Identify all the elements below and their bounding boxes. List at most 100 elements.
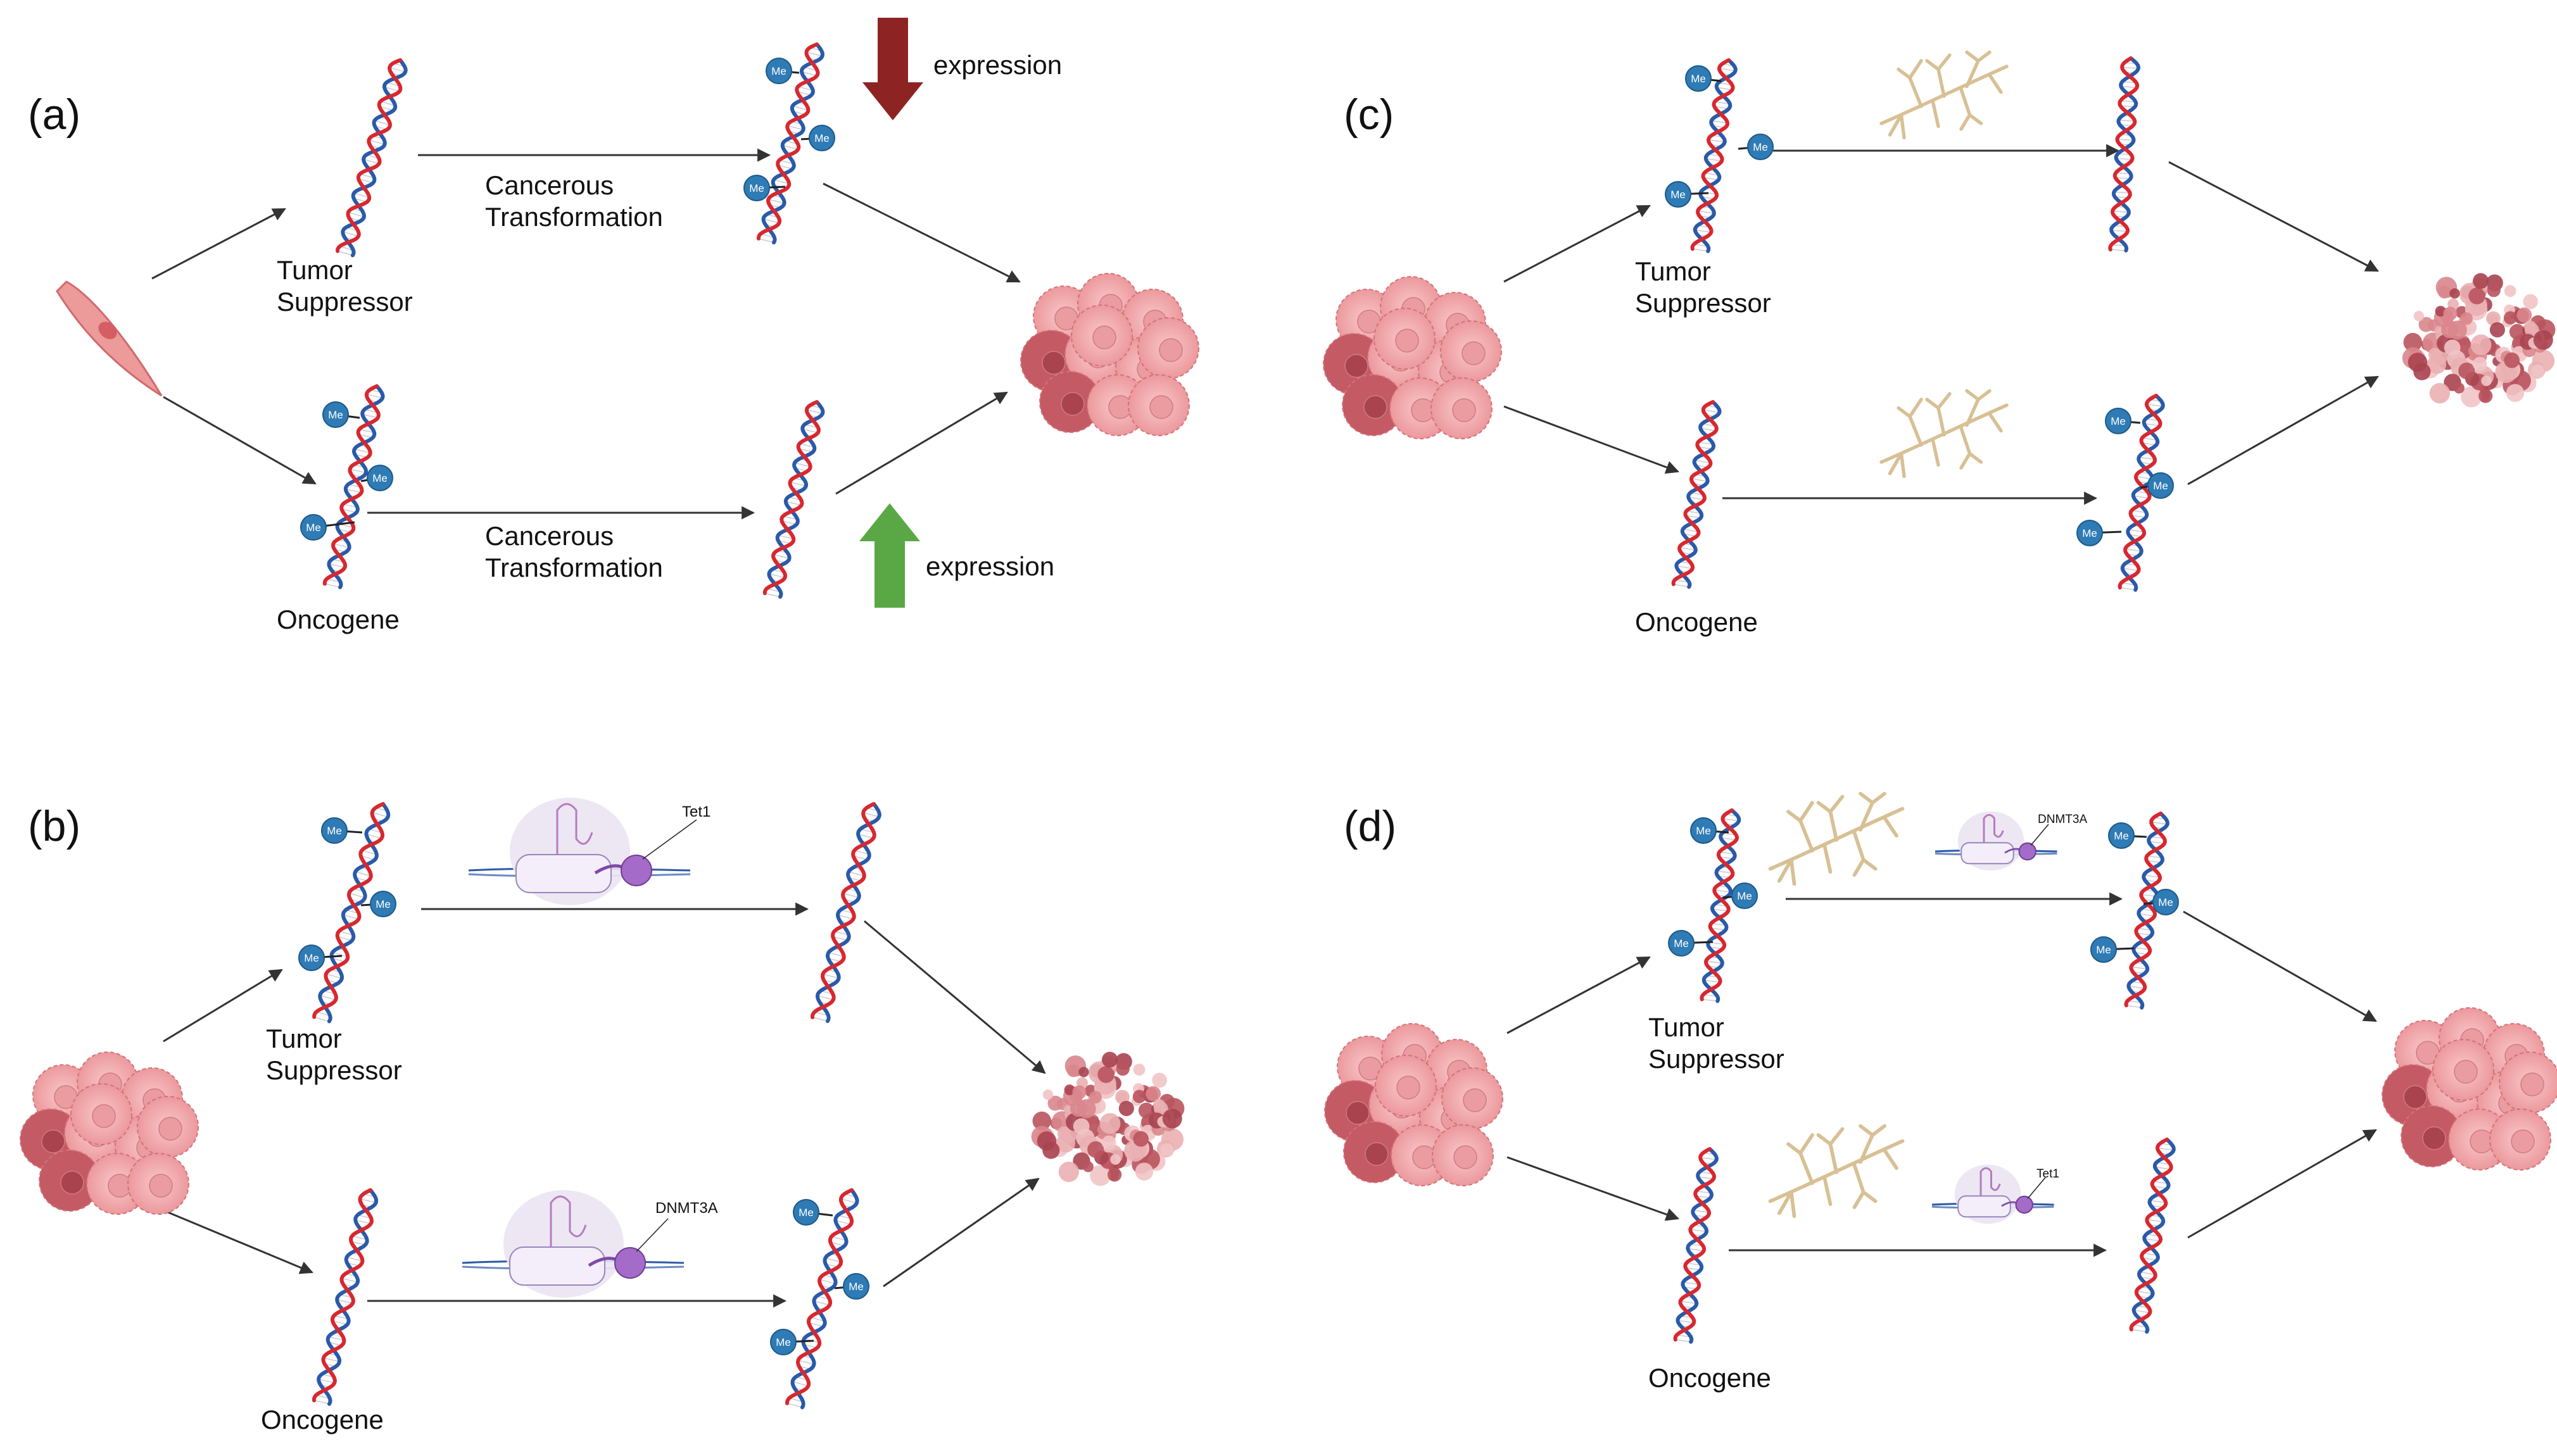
panel-b-dna-suppressor-demethylated — [811, 802, 881, 1023]
svg-text:Me: Me — [2111, 415, 2126, 427]
panel-b-methyl-5: Me — [834, 1273, 869, 1300]
svg-text:Me: Me — [2096, 944, 2111, 956]
panel-c-methyl-3: Me — [1665, 181, 1709, 208]
panel-b-tumor-start — [20, 1051, 199, 1215]
panel-a-methyl-2: Me — [360, 465, 393, 491]
panel-d-arrow-to-tumor-bottom — [2187, 1129, 2377, 1239]
panel-a-oncogene-label: Oncogene — [277, 605, 400, 634]
panel-a-label: (a) — [28, 91, 81, 139]
panel-b-tumor-dissolved — [1031, 1051, 1185, 1186]
panel-d-methyl-6: Me — [2090, 936, 2135, 963]
svg-text:Me: Me — [771, 65, 786, 77]
panel-c-tumor-suppressor-label: Tumor Suppressor — [1635, 256, 1771, 318]
panel-d-tumor-start — [1324, 1023, 1503, 1186]
panel-a-arrow-to-suppressor — [151, 208, 286, 280]
panel-c-tumor-start — [1323, 276, 1502, 439]
panel-d-methyl-3: Me — [1668, 930, 1714, 957]
panel-a-transformation-top-label: Cancerous Transformation — [485, 170, 663, 232]
svg-text:Me: Me — [1691, 73, 1706, 85]
svg-text:Me: Me — [2082, 527, 2097, 539]
panel-d-arrow-to-suppressor — [1506, 956, 1651, 1034]
panel-a-arrow-to-tumor-top — [823, 182, 1021, 283]
panel-d-methyl-1: Me — [1690, 817, 1729, 844]
panel-b-dna-suppressor-methylated — [312, 802, 391, 1024]
panel-d-arrow-to-tumor-top — [2183, 910, 2377, 1022]
panel-a-expression-down-arrow — [862, 18, 923, 120]
svg-text:Me: Me — [1670, 189, 1686, 201]
svg-text:Me: Me — [376, 898, 391, 910]
panel-d-methyl-4: Me — [2108, 822, 2147, 849]
panel-a-expression-up-label: expression — [926, 551, 1055, 581]
svg-text:Me: Me — [2153, 480, 2168, 492]
svg-text:Me: Me — [814, 132, 830, 144]
panel-c-arrow-to-suppressor — [1503, 204, 1651, 283]
panel-c-methyl-6: Me — [2076, 520, 2122, 546]
panel-a-methyl-4: Me — [766, 58, 800, 84]
panel-c-dna-oncogene — [1671, 400, 1722, 589]
svg-text:Me: Me — [1753, 141, 1768, 153]
panel-b-dna-oncogene-methylated — [785, 1188, 859, 1410]
panel-c-neuron-bottom — [1879, 389, 2009, 479]
panel-b-methyl-3: Me — [298, 945, 343, 971]
svg-text:Me: Me — [1696, 825, 1711, 837]
panel-b-methyl-4: Me — [793, 1199, 833, 1226]
panel-a-dna-oncogene — [322, 384, 385, 589]
panel-c-methyl-1: Me — [1685, 65, 1722, 92]
panel-c-dna-oncogene-methylated — [2118, 394, 2165, 592]
panel-a-normal-cell — [56, 280, 163, 397]
svg-text:Me: Me — [799, 1207, 814, 1219]
panel-b-arrow-to-tumor-top — [864, 920, 1046, 1074]
svg-text:Me: Me — [327, 825, 342, 837]
panel-d-oncogene-label: Oncogene — [1648, 1363, 1771, 1393]
svg-text:Me: Me — [2158, 896, 2173, 908]
panel-b-methyl-6: Me — [770, 1329, 814, 1355]
panel-c-dna-suppressor-methylated — [1690, 58, 1738, 253]
panel-c-methyl-5: Me — [2140, 472, 2174, 499]
panel-c-methyl-2: Me — [1738, 134, 1774, 160]
panel-c-arrow-to-tumor-bottom — [2187, 375, 2379, 486]
panel-b-methyl-2: Me — [360, 891, 396, 917]
panel-a-expression-up-arrow — [859, 503, 920, 608]
panel-a-expression-down-label: expression — [933, 50, 1063, 80]
panel-c-arrow-to-tumor-top — [2168, 161, 2379, 272]
panel-d-enzyme-top-label: DNMT3A — [2038, 813, 2088, 826]
panel-d-label: (d) — [1344, 802, 1397, 850]
panel-b-crispr-dnmt3a — [462, 1190, 685, 1298]
panel-c-neuron-top — [1879, 50, 2009, 140]
panel-d-crispr-tet1 — [1931, 1164, 2054, 1224]
svg-text:Me: Me — [372, 472, 388, 484]
panel-d-dna-suppressor-methylated — [1700, 808, 1741, 1003]
panel-a-arrow-to-oncogene — [163, 396, 317, 485]
panel-a-arrow-to-tumor-bottom — [835, 391, 1008, 495]
panel-c-label: (c) — [1344, 91, 1394, 139]
panel-d-dna-oncogene-unmethylated — [2129, 1138, 2176, 1334]
svg-text:Me: Me — [1674, 938, 1689, 950]
panel-b-arrow-to-oncogene — [163, 1209, 313, 1274]
panel-a-tumor-suppressor-label: Tumor Suppressor — [277, 255, 413, 317]
panel-b-enzyme-bottom-label: DNMT3A — [655, 1200, 718, 1217]
svg-text:Me: Me — [1737, 890, 1752, 902]
panel-b-tumor-suppressor-label: Tumor Suppressor — [266, 1024, 402, 1085]
biology-layer: MeMeMeMeMeMeMeMeMeMeMeMeMeMeMeMeMeMeMeMe… — [20, 18, 2557, 1410]
panel-c-dna-suppressor-demethylated — [2108, 56, 2140, 253]
panel-d-methyl-5: Me — [2143, 889, 2179, 915]
panel-d-enzyme-bottom-label: Tet1 — [2036, 1167, 2059, 1181]
panel-a-methyl-5: Me — [800, 125, 835, 151]
arrows-layer — [151, 144, 2379, 1308]
panel-b-enzyme-top-label: Tet1 — [682, 803, 711, 820]
panel-a-dna-suppressor — [336, 58, 408, 258]
panel-b-arrow-to-tumor-bottom — [883, 1177, 1040, 1288]
panel-d-crispr-dnmt3a — [1935, 811, 2057, 871]
svg-text:Me: Me — [328, 409, 343, 421]
panel-d-arrow-to-oncogene — [1506, 1156, 1679, 1221]
panel-a-transformation-bottom-label: Cancerous Transformation — [485, 521, 663, 582]
panel-a-methyl-6: Me — [743, 175, 786, 201]
panel-b-dna-oncogene — [312, 1188, 379, 1406]
panel-c-arrow-to-oncogene — [1503, 405, 1679, 474]
panel-a-methyl-1: Me — [322, 401, 360, 428]
panel-a-methyl-3: Me — [300, 514, 355, 541]
panel-d-neuron-bottom — [1768, 1124, 1905, 1219]
svg-text:Me: Me — [2114, 830, 2129, 842]
panel-d-neuron-top — [1768, 791, 1905, 886]
